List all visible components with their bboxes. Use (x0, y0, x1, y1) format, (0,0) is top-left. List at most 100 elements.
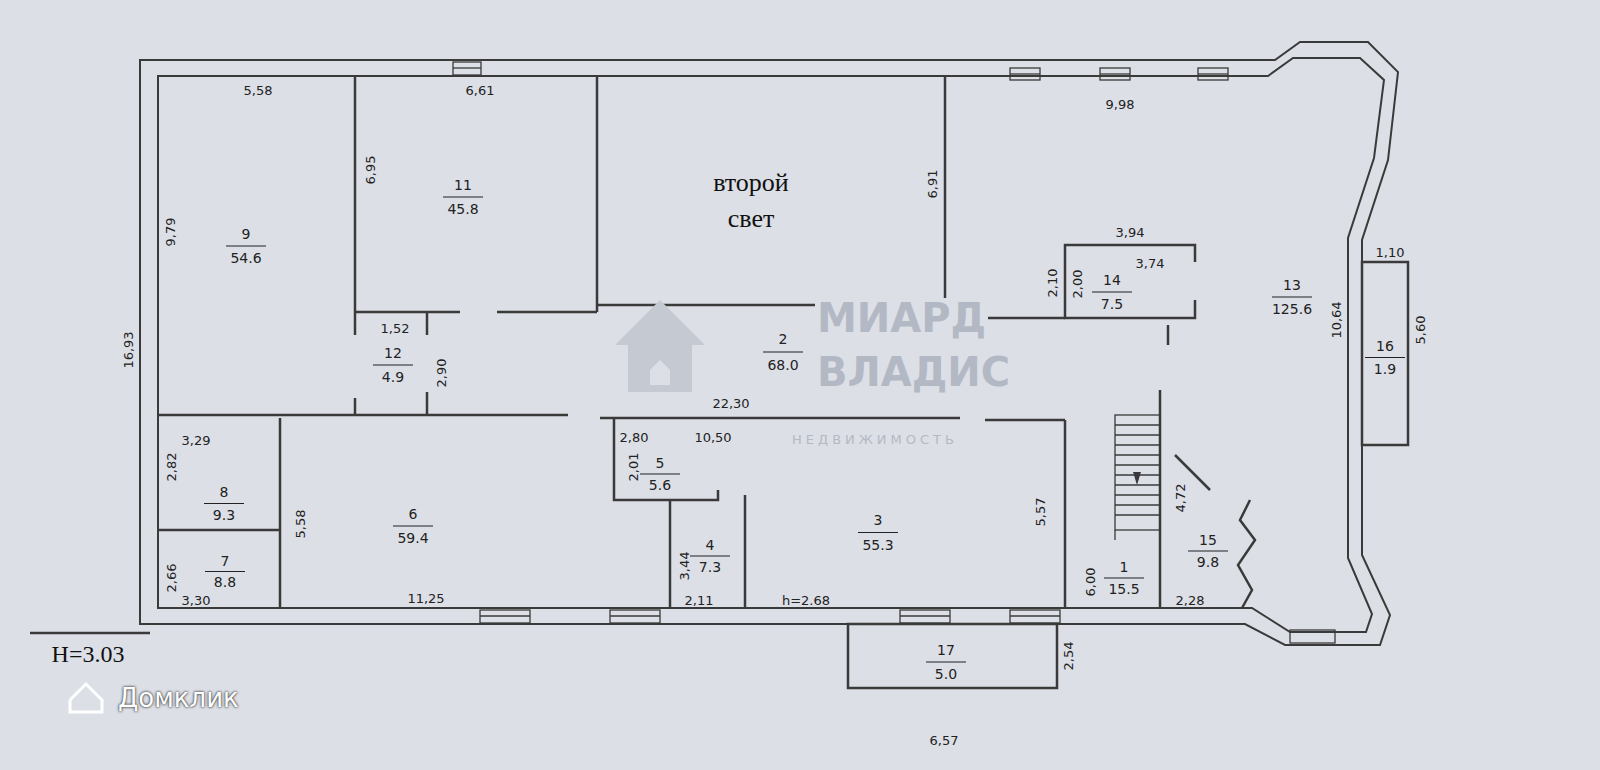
plan-line (1115, 424, 1160, 425)
plan-line (1115, 464, 1160, 465)
plan-line (354, 312, 357, 335)
plan-rect (1100, 68, 1130, 80)
room-label: 15 (1199, 533, 1217, 547)
plan-line (1115, 434, 1160, 435)
dimension-label: 5,58 (244, 84, 273, 97)
plan-line (1115, 514, 1160, 515)
room-label: 7.5 (1101, 297, 1123, 311)
plan-g (453, 62, 1335, 643)
plan-polygon (650, 360, 670, 385)
plan-line (858, 532, 898, 533)
plan-rect (900, 610, 950, 623)
plan-line (596, 76, 599, 312)
plan-line (1104, 577, 1144, 578)
dimension-label: 10,50 (694, 431, 731, 444)
room-label: 1 (1120, 560, 1129, 574)
plan-line (1115, 484, 1160, 485)
room-label: 9.8 (1197, 555, 1219, 569)
room-label: 11 (454, 178, 472, 192)
room-label: 1.9 (1374, 362, 1396, 376)
plan-g (204, 197, 1405, 662)
plan-rect (1010, 610, 1060, 623)
room-label: 3 (874, 513, 883, 527)
plan-rect (1290, 630, 1335, 643)
area-note: второй (713, 170, 789, 196)
room-label: 55.3 (862, 538, 893, 552)
dimension-label: 22,30 (712, 397, 749, 410)
dimension-label: 10,64 (1330, 301, 1343, 338)
plan-polygon (140, 42, 1398, 645)
plan-line (944, 76, 947, 318)
dimension-label: 2,11 (685, 594, 714, 607)
plan-line (393, 525, 433, 526)
plan-line (1188, 550, 1228, 551)
plan-line (1115, 454, 1160, 455)
room-label: 2 (779, 332, 788, 346)
room-label: 59.4 (397, 531, 428, 545)
plan-g (30, 76, 1408, 688)
plan-line (1167, 325, 1170, 345)
plan-line (426, 312, 429, 335)
plan-line (279, 418, 282, 608)
dimension-label: 3,94 (1116, 226, 1145, 239)
plan-line (1010, 73, 1040, 74)
plan-rect (1010, 68, 1040, 80)
room-label: 9 (242, 227, 251, 241)
plan-polygon (158, 58, 1384, 632)
dimension-label: 1,10 (1376, 246, 1405, 259)
plan-line (443, 196, 483, 197)
room-label: 16 (1376, 339, 1394, 353)
dimension-label: 2,80 (620, 431, 649, 444)
plan-line (426, 392, 429, 415)
plan-polygon (1133, 472, 1141, 485)
plan-line (158, 529, 280, 532)
dimension-label: 6,95 (364, 156, 377, 185)
dimension-label: 5,60 (1414, 316, 1427, 345)
plan-g (70, 684, 102, 712)
dimension-label: 2,82 (165, 453, 178, 482)
plan-rect (480, 610, 530, 623)
room-label: 12 (384, 346, 402, 360)
room-label: 125.6 (1272, 302, 1312, 316)
watermark: НЕДВИЖИМОСТЬ (792, 433, 958, 446)
plan-rect (1198, 68, 1228, 80)
plan-line (205, 571, 245, 572)
plan-line (640, 473, 680, 474)
plan-line (1100, 73, 1130, 74)
plan-line (1272, 296, 1312, 297)
dimension-label: 6,57 (930, 734, 959, 747)
plan-line (1115, 504, 1160, 505)
dimension-label: 2,28 (1176, 594, 1205, 607)
dimension-label: 5,57 (1034, 498, 1047, 527)
plan-rect (453, 62, 481, 75)
dimension-label: 5,58 (294, 510, 307, 539)
plan-line (1092, 291, 1132, 292)
room-label: 14 (1103, 273, 1121, 287)
plan-polyline (1065, 245, 1195, 318)
dimension-label: 1,52 (381, 322, 410, 335)
plan-line (1365, 357, 1405, 358)
room-label: 5 (656, 456, 665, 470)
dimension-label: 11,25 (407, 592, 444, 605)
plan-line (1198, 73, 1228, 74)
dimension-label: 3,74 (1136, 257, 1165, 270)
dimension-label: 6,91 (926, 170, 939, 199)
plan-line (30, 632, 150, 635)
dimension-label: 16,93 (122, 331, 135, 368)
plan-line (354, 76, 357, 312)
plan-line (610, 615, 660, 616)
plan-line (600, 417, 960, 420)
plan-g (140, 42, 1398, 645)
dimension-label: 4,72 (1174, 484, 1187, 513)
dimension-label: 6,61 (466, 84, 495, 97)
room-label: 7.3 (699, 560, 721, 574)
dimension-label: 3,29 (182, 434, 211, 447)
dimension-label: 6,00 (1084, 568, 1097, 597)
room-label: 8 (220, 485, 229, 499)
watermark: МИАРД (815, 298, 988, 338)
room-label: 13 (1283, 278, 1301, 292)
plan-rect (1362, 262, 1408, 445)
dimension-label: 2,10 (1046, 269, 1059, 298)
plan-rect (610, 610, 660, 623)
